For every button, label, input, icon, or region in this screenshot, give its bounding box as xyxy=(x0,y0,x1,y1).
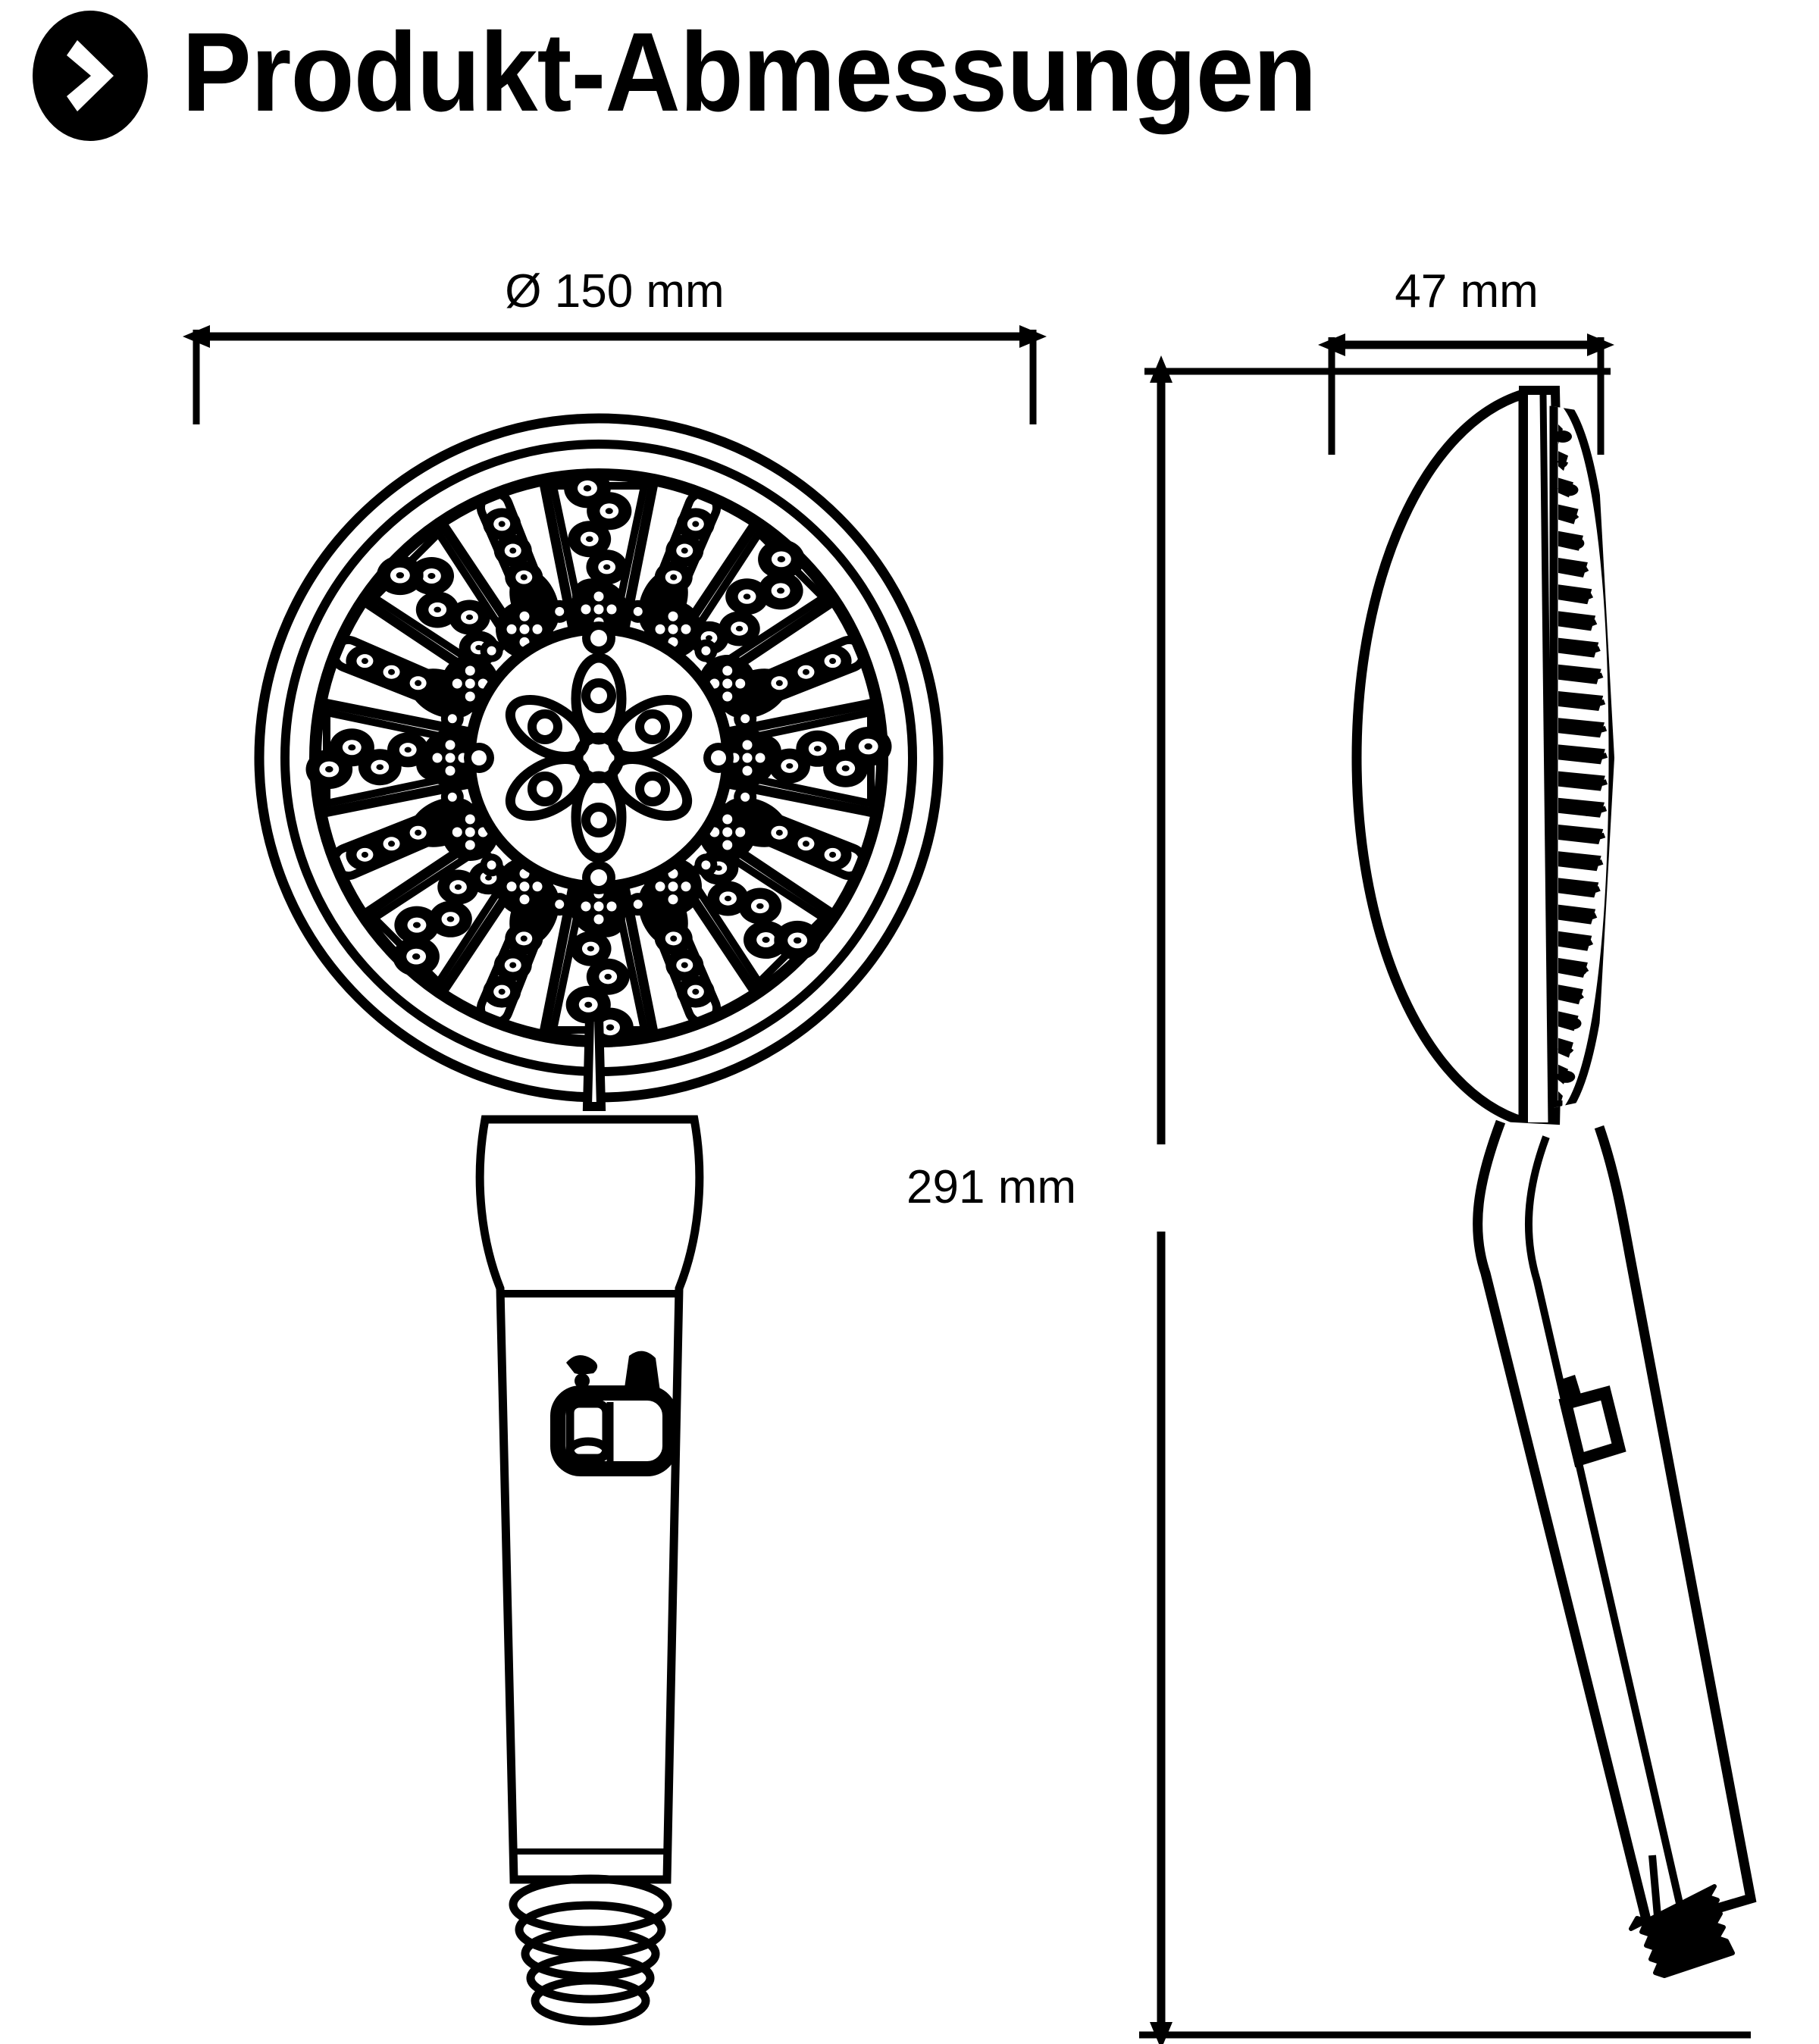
side-view-handle-seam xyxy=(1524,1135,1685,1911)
side-view-spray-face xyxy=(1549,402,1614,1114)
side-view-handle xyxy=(1473,1119,1757,1936)
side-view xyxy=(1351,386,1757,1978)
page-header: Produkt-Abmessungen xyxy=(0,0,1819,152)
dimension-depth-47mm: 47 mm xyxy=(1318,265,1614,455)
head-center-hub xyxy=(464,621,734,894)
front-view-thread-connector xyxy=(509,1874,672,2026)
side-view-thread-connector xyxy=(1629,1855,1735,1978)
chevron-right-circle-icon xyxy=(21,7,159,145)
dimension-label-depth: 47 mm xyxy=(1395,265,1538,318)
dimension-height-291mm: 291 mm xyxy=(906,355,1751,2044)
side-view-mode-button[interactable] xyxy=(1558,1375,1626,1468)
front-view-mode-button[interactable] xyxy=(550,1351,678,1476)
front-view xyxy=(254,413,944,2026)
page-title: Produkt-Abmessungen xyxy=(182,10,1317,135)
front-view-handle xyxy=(475,1115,704,1884)
side-view-dome-back xyxy=(1351,387,1529,1128)
dimension-diameter-150mm: Ø 150 mm xyxy=(183,265,1047,424)
head-indicator-tab xyxy=(582,1013,606,1111)
dimension-label-diameter: Ø 150 mm xyxy=(505,265,724,318)
dimension-label-height: 291 mm xyxy=(906,1161,1076,1213)
spray-nozzle-pattern xyxy=(305,468,892,1047)
